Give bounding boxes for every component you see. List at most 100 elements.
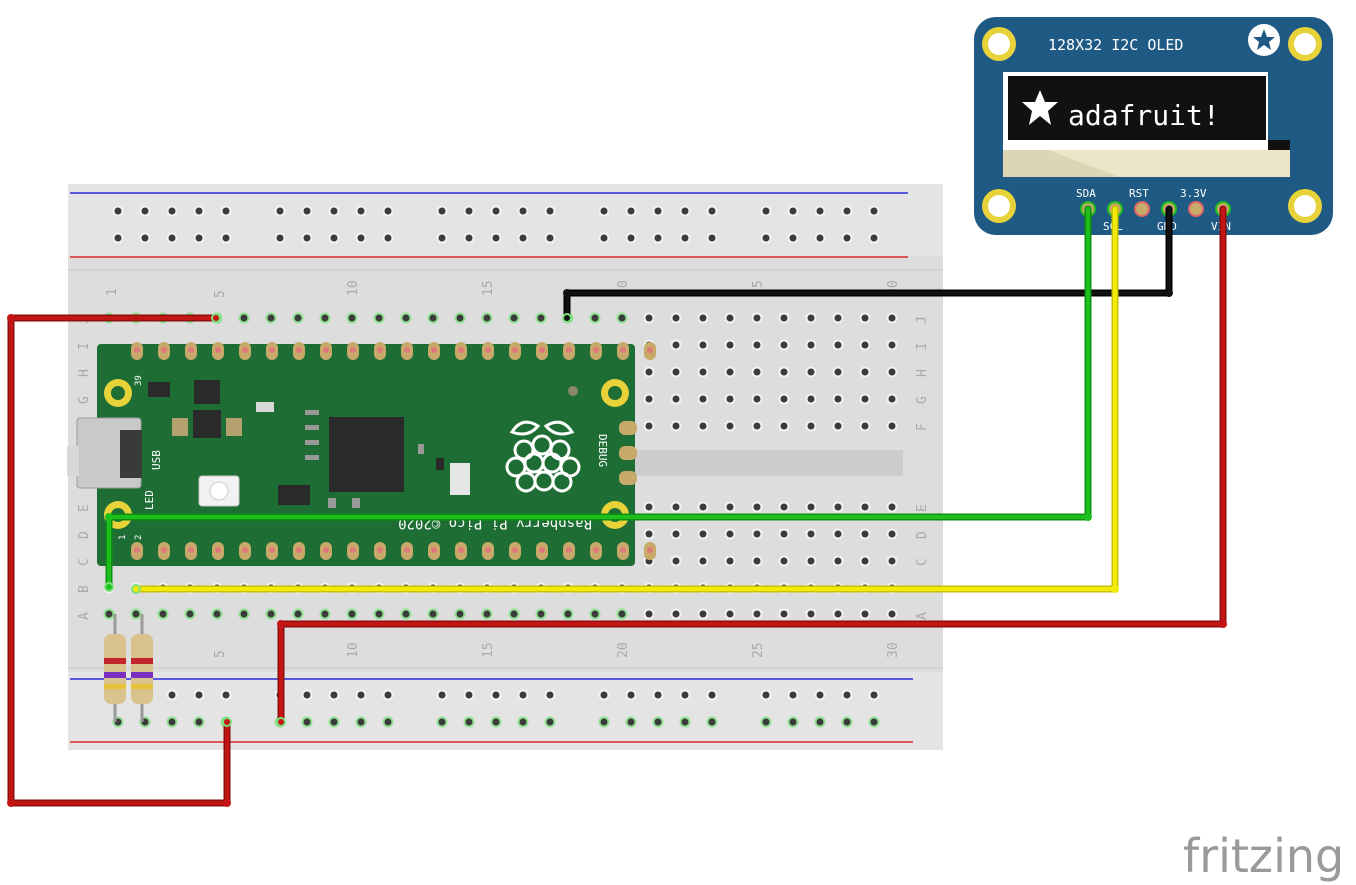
pico-pin-hole <box>512 547 518 553</box>
breadboard-hole <box>841 205 853 217</box>
breadboard-hole <box>517 716 529 728</box>
row-letter-C-left: C <box>77 558 92 566</box>
breadboard-hole <box>481 312 493 324</box>
breadboard-hole <box>643 501 655 513</box>
breadboard-hole <box>220 205 232 217</box>
breadboard-hole <box>346 312 358 324</box>
breadboard-hole <box>454 312 466 324</box>
pico-pin-hole <box>620 547 626 553</box>
breadboard-hole <box>382 716 394 728</box>
breadboard-hole <box>319 608 331 620</box>
breadboard-hole <box>778 528 790 540</box>
pico-pin-hole <box>458 547 464 553</box>
pico-pin-hole <box>269 347 275 353</box>
breadboard-hole <box>859 501 871 513</box>
breadboard-hole <box>760 205 772 217</box>
pico-pin-hole <box>350 547 356 553</box>
breadboard-hole <box>238 312 250 324</box>
center-channel <box>635 450 903 476</box>
pico-pin-hole <box>539 547 545 553</box>
pico-pin-hole <box>647 347 653 353</box>
pico-pin-hole <box>161 347 167 353</box>
col-number-top-10: 10 <box>346 280 361 296</box>
pico-pin-hole <box>566 547 572 553</box>
breadboard-hole <box>319 312 331 324</box>
breadboard-hole <box>670 312 682 324</box>
breadboard-hole <box>238 608 250 620</box>
rp2040-chip <box>329 417 404 492</box>
pin-39-label: 39 <box>134 375 144 386</box>
usb-label: USB <box>150 450 163 470</box>
breadboard-hole <box>589 608 601 620</box>
row-letter-I-right: I <box>915 342 930 350</box>
breadboard-hole <box>670 608 682 620</box>
pin-label-3v3: 3.3V <box>1180 187 1207 200</box>
breadboard-hole <box>400 608 412 620</box>
breadboard-hole <box>814 716 826 728</box>
breadboard-hole <box>373 312 385 324</box>
pico-pin-hole <box>350 347 356 353</box>
breadboard-hole <box>859 312 871 324</box>
breadboard-hole <box>328 689 340 701</box>
breadboard-hole <box>220 689 232 701</box>
breadboard-hole <box>490 689 502 701</box>
breadboard-hole <box>382 232 394 244</box>
breadboard-hole <box>544 232 556 244</box>
breadboard-hole <box>652 232 664 244</box>
breadboard-hole <box>292 608 304 620</box>
breadboard-hole <box>760 232 772 244</box>
breadboard-hole <box>751 393 763 405</box>
breadboard-hole <box>841 232 853 244</box>
row-letter-H-right: H <box>915 369 930 377</box>
row-letter-H-left: H <box>77 369 92 377</box>
breadboard-hole <box>814 232 826 244</box>
breadboard-hole <box>508 608 520 620</box>
breadboard-hole <box>193 232 205 244</box>
pico-pin-hole <box>134 547 140 553</box>
breadboard-hole <box>778 339 790 351</box>
breadboard-hole <box>724 366 736 378</box>
breadboard-hole <box>760 689 772 701</box>
breadboard-hole <box>544 716 556 728</box>
breadboard-hole <box>328 232 340 244</box>
breadboard-hole <box>706 232 718 244</box>
breadboard-hole <box>301 689 313 701</box>
breadboard-hole <box>886 528 898 540</box>
breadboard-hole <box>697 339 709 351</box>
breadboard-hole <box>859 420 871 432</box>
breadboard-hole <box>670 528 682 540</box>
breadboard-hole <box>751 420 763 432</box>
breadboard-hole <box>724 312 736 324</box>
breadboard-hole <box>490 205 502 217</box>
breadboard-hole <box>643 312 655 324</box>
breadboard-hole <box>616 312 628 324</box>
col-number-bottom-10: 10 <box>346 642 361 658</box>
pico-pin-headers <box>131 342 656 560</box>
breadboard-hole <box>292 312 304 324</box>
breadboard-hole <box>886 393 898 405</box>
breadboard-hole <box>355 205 367 217</box>
breadboard-hole <box>697 501 709 513</box>
breadboard-hole <box>868 689 880 701</box>
breadboard-hole <box>724 420 736 432</box>
breadboard-hole <box>463 716 475 728</box>
row-letter-A-right: A <box>915 612 930 620</box>
fritzing-logo: fritzing <box>1183 829 1344 883</box>
breadboard-hole <box>679 716 691 728</box>
breadboard-hole <box>805 312 817 324</box>
row-letter-G-right: G <box>915 396 930 404</box>
pico-pin-hole <box>458 347 464 353</box>
breadboard-hole <box>670 393 682 405</box>
breadboard-hole <box>517 232 529 244</box>
breadboard-hole <box>643 366 655 378</box>
breadboard-hole <box>139 232 151 244</box>
breadboard-hole <box>301 205 313 217</box>
col-number-bottom-5: 5 <box>213 650 228 658</box>
breadboard-hole <box>859 555 871 567</box>
breadboard-hole <box>805 608 817 620</box>
breadboard-hole <box>751 555 763 567</box>
breadboard-hole <box>706 689 718 701</box>
breadboard-hole <box>643 528 655 540</box>
breadboard-hole <box>679 232 691 244</box>
